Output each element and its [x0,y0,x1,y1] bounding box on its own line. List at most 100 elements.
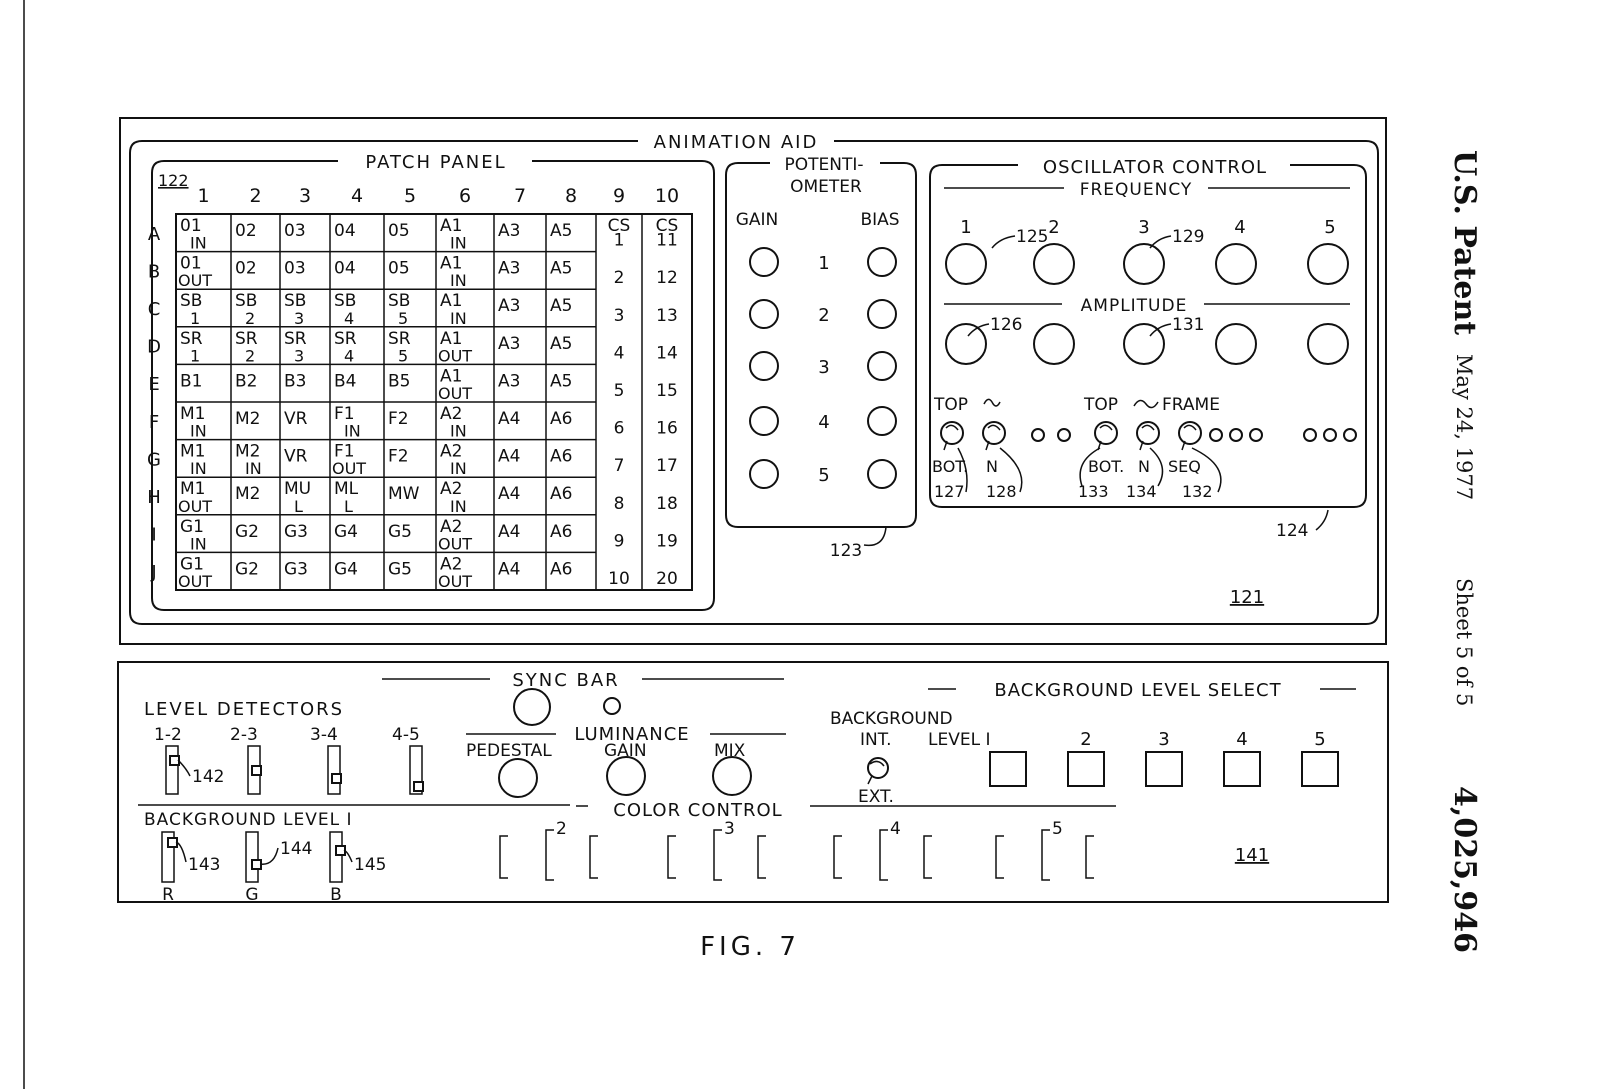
patch-jack[interactable]: A6 [550,447,572,467]
patch-jack[interactable]: 03 [284,259,306,279]
patch-jack[interactable]: 02 [235,259,257,279]
mix-knob[interactable] [712,756,752,796]
patch-jack[interactable]: 04 [334,221,356,241]
gain-knob-4[interactable] [749,406,779,436]
patch-jack[interactable]: 13 [656,306,678,326]
patch-jack[interactable]: G3 [284,559,308,579]
patch-jack[interactable]: 04 [334,259,356,279]
patch-jack[interactable]: A4 [498,484,520,504]
amplitude-knob-1[interactable] [945,323,987,365]
patch-jack[interactable]: G2 [235,522,259,542]
patch-jack[interactable]: 20 [656,569,678,589]
color-control-group-5[interactable]: 5 [995,819,1094,881]
patch-jack[interactable]: 14 [656,343,678,363]
patch-jack[interactable]: G4 [334,559,358,579]
color-control-group-2[interactable]: 2 [499,819,598,881]
patch-jack[interactable]: M2 [235,484,260,504]
sync-bar-title[interactable]: SYNC BAR [512,670,619,691]
bg-level-slider-G[interactable] [251,859,262,870]
bg-select-button-3[interactable] [1145,751,1183,787]
patch-jack[interactable]: 18 [656,494,678,514]
patch-jack[interactable]: 15 [656,381,678,401]
patch-jack[interactable]: MUL [284,479,311,516]
patch-jack[interactable]: B1 [180,371,202,391]
patch-jack[interactable]: A5 [550,259,572,279]
patch-jack[interactable]: B5 [388,371,410,391]
bias-knob-2[interactable] [867,299,897,329]
patch-jack[interactable]: 05 [388,259,410,279]
patch-jack[interactable]: A5 [550,296,572,316]
patch-jack[interactable]: SR5 [388,329,411,366]
patch-jack[interactable]: 19 [656,531,678,551]
gain-knob-2[interactable] [749,299,779,329]
patch-jack[interactable]: G4 [334,522,358,542]
gain-knob-5[interactable] [749,459,779,489]
patch-jack[interactable]: G2 [235,559,259,579]
patch-jack[interactable]: 17 [656,456,678,476]
patch-jack[interactable]: A4 [498,447,520,467]
patch-jack[interactable]: 3 [614,306,625,326]
bg-select-button-5[interactable] [1301,751,1339,787]
patch-jack[interactable]: SB2 [235,291,257,328]
patch-jack[interactable]: A5 [550,334,572,354]
patch-jack[interactable]: VR [284,409,308,429]
patch-jack[interactable]: 2 [614,268,625,288]
patch-jack[interactable]: A4 [498,522,520,542]
frequency-knob-4[interactable] [1215,243,1257,285]
patch-jack[interactable]: 5 [614,381,625,401]
patch-jack[interactable]: F2 [388,409,409,429]
frequency-knob-3[interactable] [1123,243,1165,285]
patch-jack[interactable]: SB4 [334,291,356,328]
patch-jack[interactable]: B2 [235,371,257,391]
amplitude-knob-4[interactable] [1215,323,1257,365]
patch-jack[interactable]: F2 [388,447,409,467]
patch-jack[interactable]: SB5 [388,291,410,328]
color-control-group-3[interactable]: 3 [667,819,766,881]
patch-jack[interactable]: MW [388,484,420,504]
patch-jack[interactable]: A6 [550,484,572,504]
bg-level-slider-B[interactable] [335,845,346,856]
patch-jack[interactable]: 4 [614,343,625,363]
patch-jack[interactable]: A4 [498,409,520,429]
patch-jack[interactable]: G5 [388,522,412,542]
patch-jack[interactable]: SR1 [180,329,203,366]
bias-knob-4[interactable] [867,406,897,436]
amplitude-knob-5[interactable] [1307,323,1349,365]
patch-jack[interactable]: MLL [334,479,359,516]
patch-jack[interactable]: B3 [284,371,306,391]
patch-jack[interactable]: SB3 [284,291,306,328]
patch-jack[interactable]: M2 [235,409,260,429]
frequency-knob-1[interactable] [945,243,987,285]
level-detector-slider[interactable] [413,781,424,792]
bias-knob-1[interactable] [867,247,897,277]
patch-jack[interactable]: SR4 [334,329,357,366]
bias-knob-5[interactable] [867,459,897,489]
gain-knob-1[interactable] [749,247,779,277]
patch-jack[interactable]: B4 [334,371,356,391]
patch-jack[interactable]: G3 [284,522,308,542]
patch-jack[interactable]: A5 [550,221,572,241]
patch-jack[interactable]: 12 [656,268,678,288]
patch-jack[interactable]: 7 [614,456,625,476]
patch-jack[interactable]: A5 [550,371,572,391]
patch-jack[interactable]: 8 [614,494,625,514]
patch-jack[interactable]: A6 [550,522,572,542]
gain-knob-3[interactable] [749,351,779,381]
